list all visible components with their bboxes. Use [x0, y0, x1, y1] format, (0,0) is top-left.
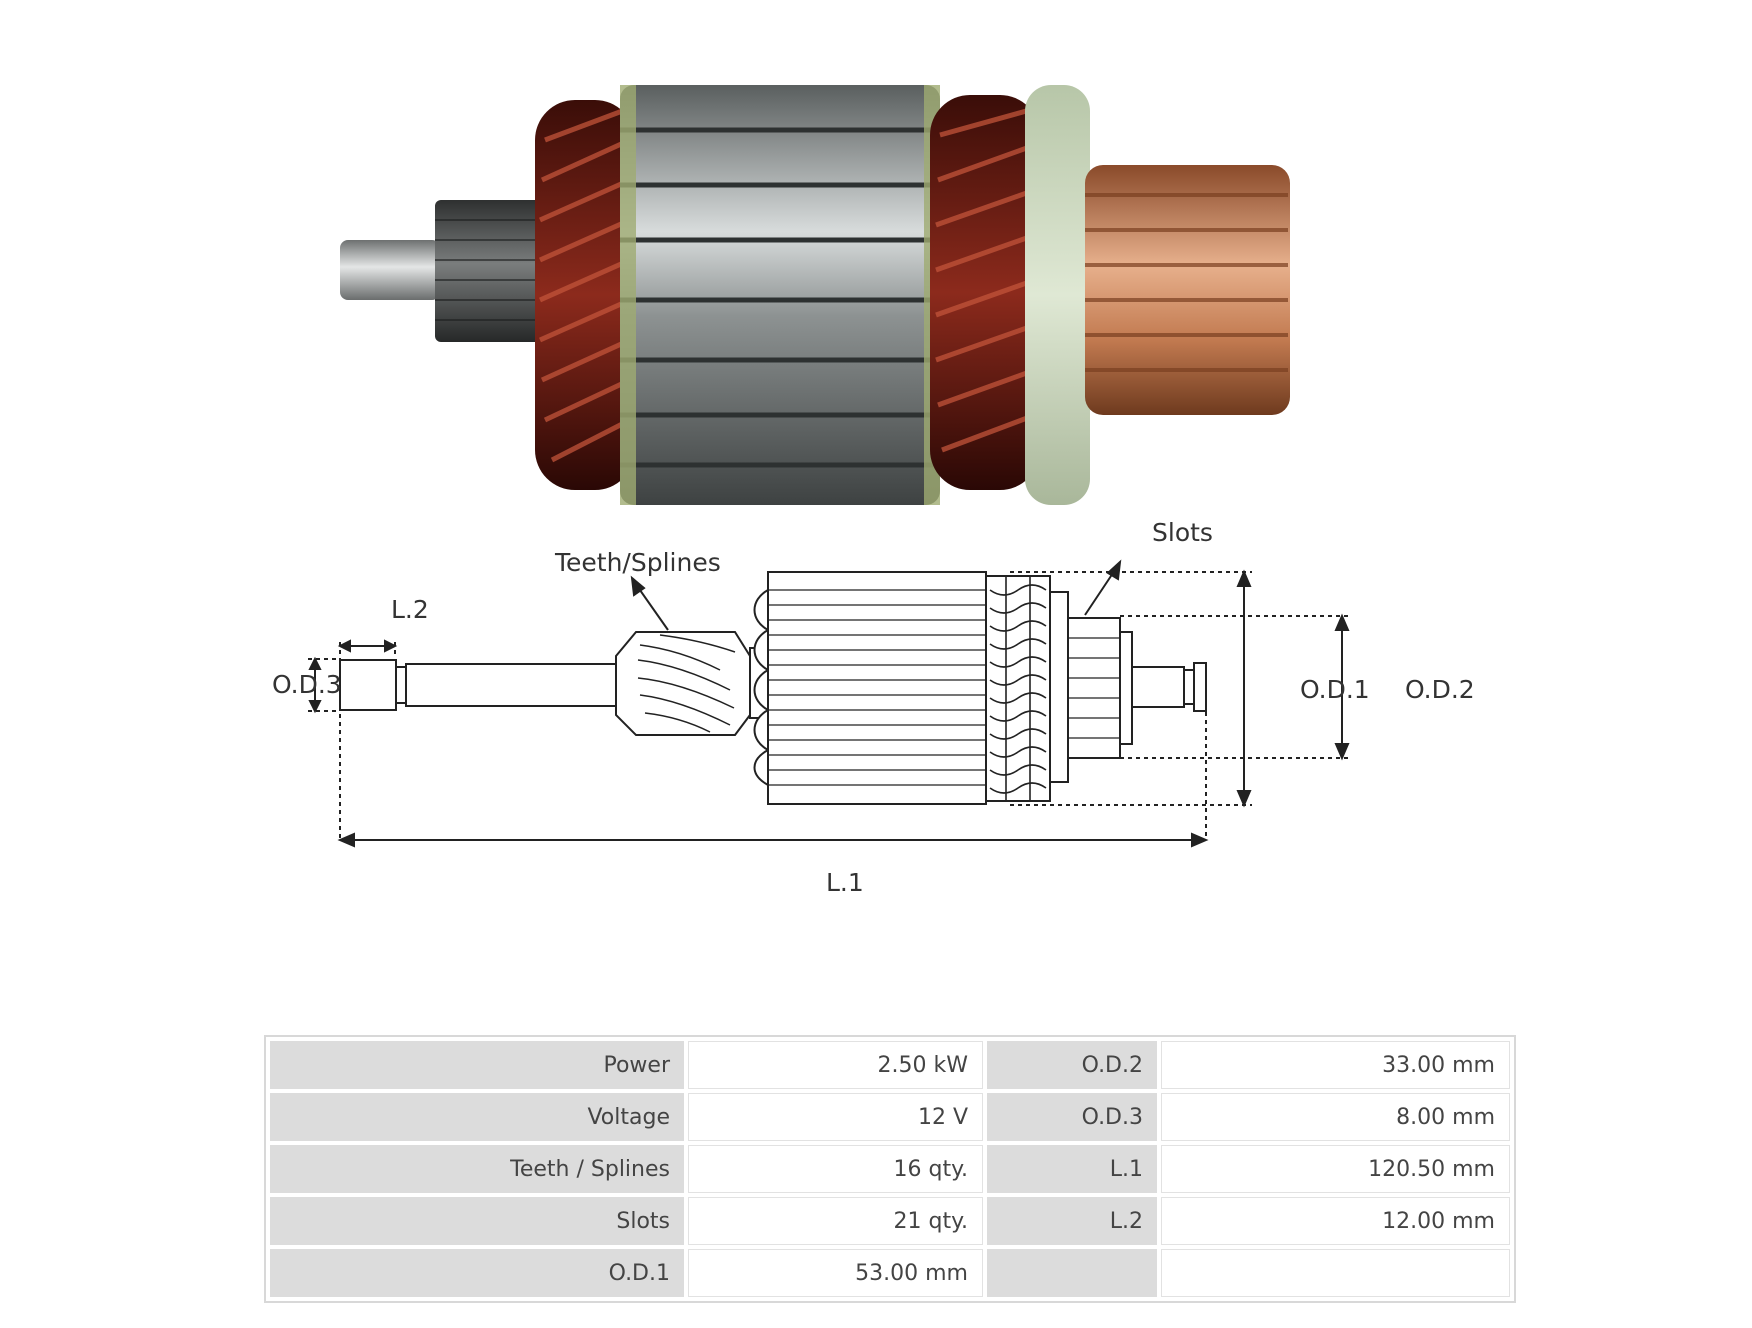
- label-od2: O.D.2: [1405, 675, 1475, 704]
- label-od3: O.D.3: [272, 670, 342, 699]
- spec-value: 8.00 mm: [1161, 1093, 1510, 1141]
- spec-value: 21 qty.: [688, 1197, 983, 1245]
- spec-key: O.D.3: [987, 1093, 1157, 1141]
- spec-value: 53.00 mm: [688, 1249, 983, 1297]
- spec-value: 12 V: [688, 1093, 983, 1141]
- dimension-drawing: [308, 559, 1350, 848]
- spec-key: Slots: [270, 1197, 684, 1245]
- label-slots: Slots: [1152, 518, 1213, 547]
- label-l1: L.1: [826, 868, 864, 897]
- spec-value: 16 qty.: [688, 1145, 983, 1193]
- spec-value: 2.50 kW: [688, 1041, 983, 1089]
- table-row: Power 2.50 kW O.D.2 33.00 mm: [270, 1041, 1510, 1089]
- spec-table: Power 2.50 kW O.D.2 33.00 mm Voltage 12 …: [264, 1035, 1516, 1303]
- table-row: Teeth / Splines 16 qty. L.1 120.50 mm: [270, 1145, 1510, 1193]
- spec-key: Voltage: [270, 1093, 684, 1141]
- table-row: Voltage 12 V O.D.3 8.00 mm: [270, 1093, 1510, 1141]
- spec-key: L.1: [987, 1145, 1157, 1193]
- label-l2: L.2: [391, 595, 429, 624]
- spec-key: Teeth / Splines: [270, 1145, 684, 1193]
- spec-value: [1161, 1249, 1510, 1297]
- table-row: Slots 21 qty. L.2 12.00 mm: [270, 1197, 1510, 1245]
- spec-key: [987, 1249, 1157, 1297]
- label-od1: O.D.1: [1300, 675, 1370, 704]
- spec-key: L.2: [987, 1197, 1157, 1245]
- table-row: O.D.1 53.00 mm: [270, 1249, 1510, 1297]
- spec-value: 120.50 mm: [1161, 1145, 1510, 1193]
- spec-value: 33.00 mm: [1161, 1041, 1510, 1089]
- armature-photo: [340, 85, 1290, 505]
- label-teeth-splines: Teeth/Splines: [555, 548, 721, 577]
- spec-key: O.D.2: [987, 1041, 1157, 1089]
- spec-value: 12.00 mm: [1161, 1197, 1510, 1245]
- spec-key: O.D.1: [270, 1249, 684, 1297]
- spec-key: Power: [270, 1041, 684, 1089]
